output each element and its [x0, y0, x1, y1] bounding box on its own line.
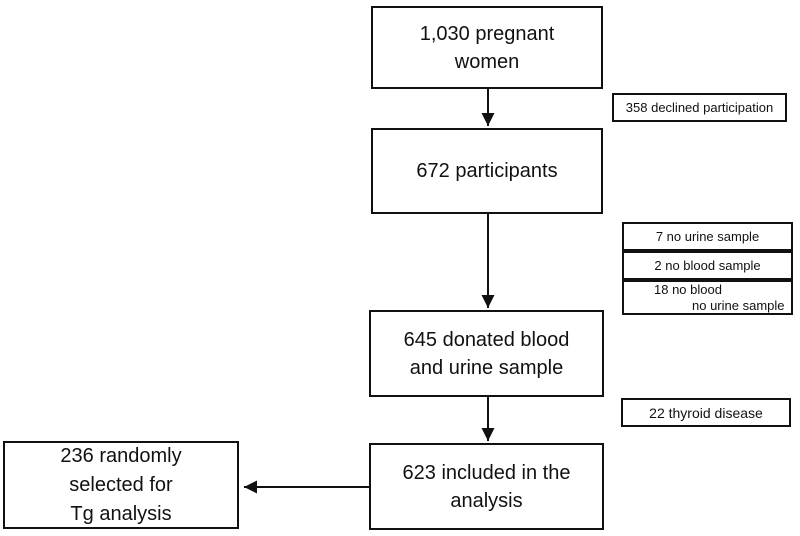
box-no-urine-sample: 7 no urine sample: [622, 222, 793, 251]
box-tg-analysis: 236 randomly selected for Tg analysis: [3, 441, 239, 529]
box-declined-participation: 358 declined participation: [612, 93, 787, 122]
box-donated-blood-urine: 645 donated blood and urine sample: [369, 310, 604, 397]
box-pregnant-women: 1,030 pregnant women: [371, 6, 603, 89]
box-no-blood-no-urine-sample: 18 no blood no urine sample: [622, 280, 793, 315]
box-thyroid-disease: 22 thyroid disease: [621, 398, 791, 427]
no-blood-no-urine-line1: 18 no blood: [654, 281, 722, 297]
box-no-blood-sample: 2 no blood sample: [622, 251, 793, 280]
no-blood-no-urine-line2: no urine sample: [692, 297, 785, 313]
box-participants: 672 participants: [371, 128, 603, 214]
box-included-analysis: 623 included in the analysis: [369, 443, 604, 530]
